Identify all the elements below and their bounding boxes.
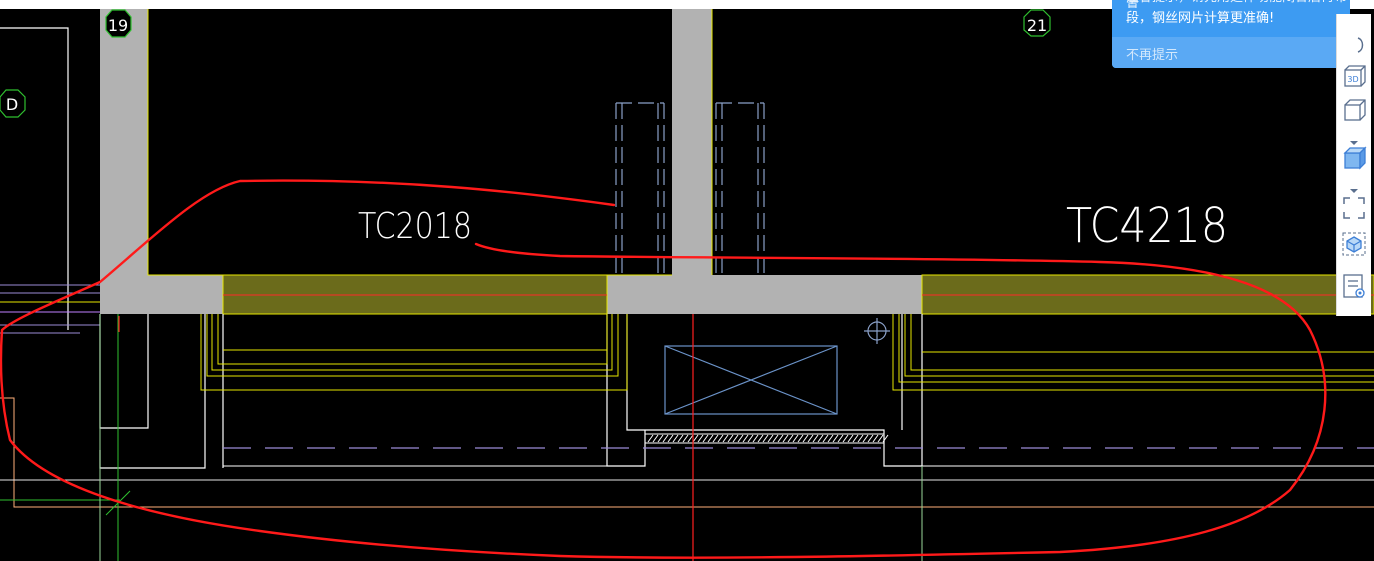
cube-shaded-icon[interactable] [1340, 144, 1368, 172]
zoom-extents-icon[interactable] [1340, 194, 1368, 222]
room-outline-left [0, 27, 69, 330]
view-toolbar: 3D [1336, 14, 1371, 316]
tip-message-line2: 段，钢丝网片计算更准确! [1126, 11, 1275, 26]
dropdown-caret-icon[interactable] [1349, 132, 1359, 145]
dont-show-again-button[interactable]: 不再提示 [1112, 37, 1350, 68]
3d-view-icon[interactable]: 3D [1340, 62, 1368, 90]
dropdown-caret-icon[interactable] [1349, 180, 1359, 193]
window-label-tc2018: TC2018 [358, 206, 472, 247]
tip-message-line1: 温馨提示，请先用延伸功能闭合后再布置 [1126, 0, 1347, 8]
left-linework [0, 284, 100, 334]
cube-view-icon[interactable] [1340, 96, 1368, 124]
svg-text:3D: 3D [1347, 75, 1358, 84]
axis-marker-d: D [0, 89, 26, 118]
svg-text:19: 19 [108, 16, 128, 35]
window-infill [222, 274, 1374, 315]
wall [100, 9, 922, 314]
svg-text:21: 21 [1027, 16, 1047, 35]
bottom-linework [0, 314, 1374, 561]
svg-text:D: D [6, 95, 18, 114]
tip-popup: 温馨提示，请先用延伸功能闭合后再布置 段，钢丝网片计算更准确! 不再提示 [1112, 0, 1350, 68]
axis-marker-21: 21 [1023, 9, 1051, 37]
room-outlines [147, 9, 713, 276]
axis-marker-19: 19 [105, 9, 132, 38]
hatch-strip [644, 433, 889, 444]
window-label-tc4218: TC4218 [1066, 198, 1228, 254]
component-view-icon[interactable] [1340, 230, 1368, 258]
dont-show-again-label: 不再提示 [1126, 48, 1179, 63]
annotation-freehand-loop [0, 179, 1327, 559]
sill-lines [200, 314, 1374, 391]
equipment-box [664, 345, 838, 415]
column-dashed [615, 102, 765, 275]
rotate-view-icon[interactable] [1340, 32, 1368, 60]
tip-message: 温馨提示，请先用延伸功能闭合后再布置 段，钢丝网片计算更准确! [1126, 0, 1348, 30]
lower-linework [99, 314, 923, 469]
layer-list-icon[interactable] [1340, 272, 1368, 300]
target-marker [864, 318, 890, 344]
